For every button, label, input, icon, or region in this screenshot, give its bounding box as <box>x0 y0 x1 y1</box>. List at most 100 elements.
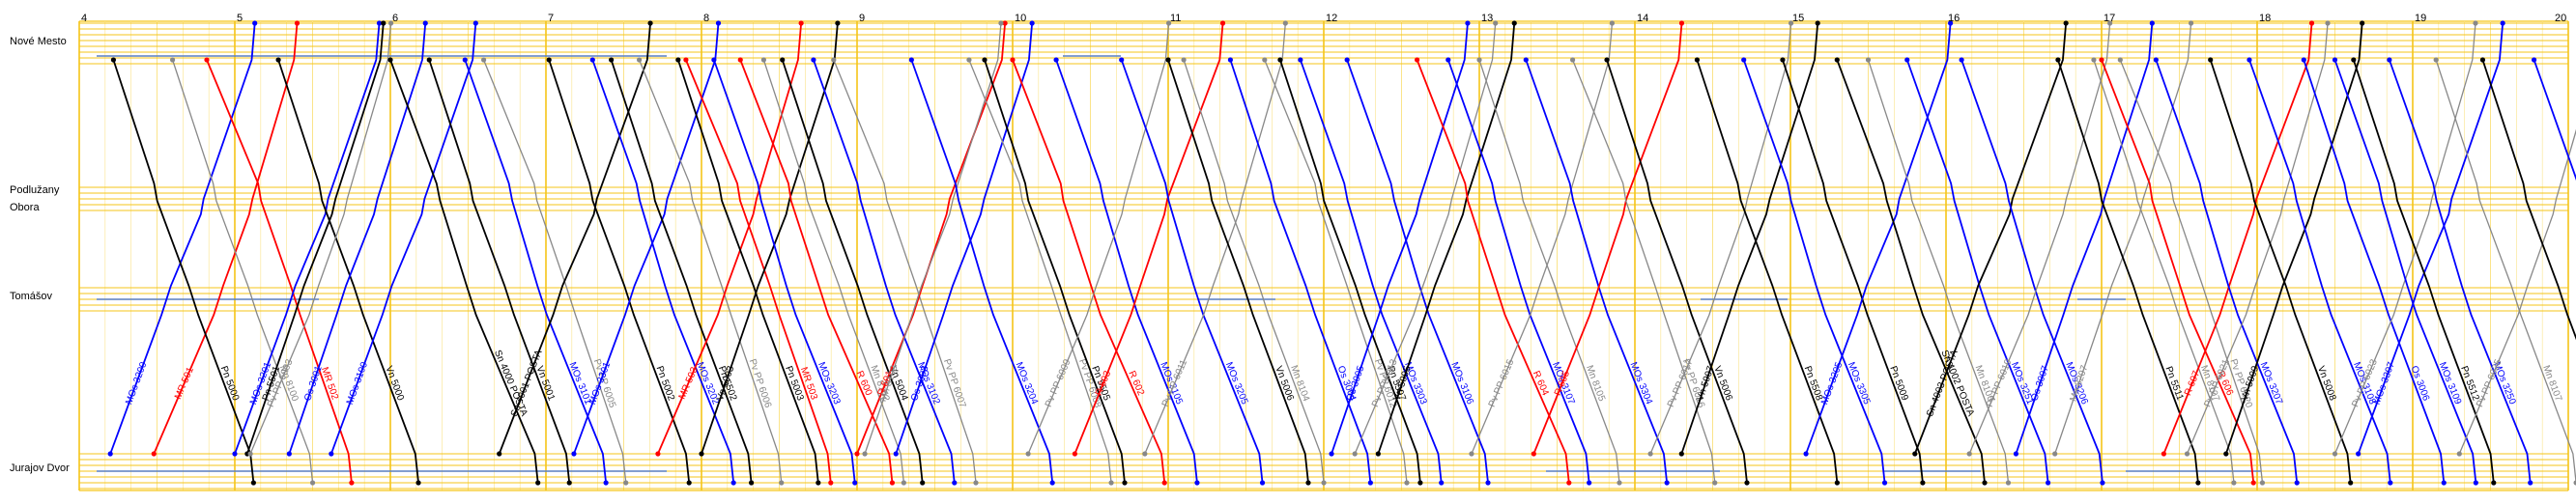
train-endpoint-dot <box>497 451 502 457</box>
train-endpoint-dot <box>2045 480 2051 486</box>
train-mos-3205: MOs 3205 <box>1803 20 1954 457</box>
train-endpoint-dot <box>1469 451 1474 457</box>
train-path-line <box>1331 22 1469 455</box>
train-number-label: MOs 3205 <box>1819 360 1845 406</box>
train-endpoint-dot <box>1865 57 1872 63</box>
train-endpoint-dot <box>571 451 577 457</box>
train-endpoint-dot <box>1959 57 1964 63</box>
train-endpoint-dot <box>637 57 643 63</box>
train-number-label: Pv PP 6009 <box>1044 357 1073 408</box>
train-endpoint-dot <box>2387 57 2392 63</box>
train-path-line <box>389 59 539 484</box>
train-mn-8105: Mn 8105 <box>1476 57 1622 486</box>
train-endpoint-dot <box>1741 57 1747 63</box>
train-endpoint-dot <box>1119 57 1125 63</box>
train-endpoint-dot <box>730 480 736 486</box>
train-path-line <box>1913 22 2068 455</box>
train-endpoint-dot <box>1404 480 1410 486</box>
train-path-line <box>2357 22 2504 455</box>
train-endpoint-dot <box>811 57 816 63</box>
train-path-line <box>2352 59 2495 484</box>
station-label-jd: Jurajov Dvor <box>10 462 70 474</box>
train-endpoint-dot <box>2107 20 2113 26</box>
train-pn-5009: Pn 5009 <box>1780 57 1926 486</box>
train-path-line <box>856 22 1007 455</box>
train-endpoint-dot <box>1262 57 1268 63</box>
train-endpoint-dot <box>294 20 301 26</box>
train-path-line <box>1606 59 1748 484</box>
train-path-line <box>2533 59 2576 182</box>
hour-label: 10 <box>1015 13 1027 24</box>
train-endpoint-dot <box>2325 20 2331 26</box>
train-path-line <box>1696 59 1839 484</box>
train-endpoint-dot <box>2153 57 2159 63</box>
train-endpoint-dot <box>1881 480 1888 486</box>
train-number-label: Mn 8105 <box>1584 364 1607 404</box>
train-number-label: Pn 5002 <box>654 365 677 403</box>
train-endpoint-dot <box>1587 480 1592 486</box>
train-endpoint-dot <box>1417 480 1423 486</box>
train-endpoint-dot <box>151 451 157 457</box>
train-endpoint-dot <box>1788 20 1794 26</box>
train-r-605: R 605 <box>1531 20 1685 457</box>
train-path-line <box>1416 59 1570 484</box>
train-endpoint-dot <box>1966 451 1972 457</box>
train-mn-8102: Mn 8102 <box>760 57 906 486</box>
train-vn-5006: Vn 5006 <box>1165 57 1311 486</box>
station-label-nm: Nové Mesto <box>10 36 67 47</box>
train-endpoint-dot <box>387 20 394 26</box>
hour-label: 17 <box>2104 13 2116 24</box>
train-endpoint-dot <box>426 57 432 63</box>
train-endpoint-dot <box>1604 57 1610 63</box>
train-mn-8104: Mn 8104 <box>1181 57 1327 486</box>
train-endpoint-dot <box>1352 451 1358 457</box>
train-pv-pp-6013: Pv PP 6013 <box>1352 20 1499 457</box>
train-path-line <box>1905 59 2049 484</box>
train-mos-3106: MOs 3106 <box>1344 57 1491 486</box>
train-endpoint-dot <box>1780 57 1786 63</box>
train-endpoint-dot <box>1834 57 1840 63</box>
hour-label: 8 <box>703 13 710 24</box>
train-endpoint-dot <box>472 20 478 26</box>
train-path-line <box>610 59 753 484</box>
train-path-line <box>548 59 691 484</box>
train-endpoint-dot <box>966 57 972 63</box>
train-path-line <box>2435 59 2576 484</box>
train-endpoint-dot <box>2005 480 2012 486</box>
train-number-label: Vn 5000 <box>383 365 406 403</box>
train-path-line <box>1229 59 1372 484</box>
train-endpoint-dot <box>1982 480 1988 486</box>
train-endpoint-dot <box>2091 57 2097 63</box>
train-endpoint-dot <box>623 480 629 486</box>
train-endpoint-dot <box>748 480 755 486</box>
train-endpoint-dot <box>831 57 837 63</box>
train-path-line <box>2093 59 2235 484</box>
train-endpoint-dot <box>2500 20 2505 26</box>
train-number-label: R 607 <box>2183 369 2202 397</box>
train-number-label: MOs 3100 <box>345 360 370 406</box>
train-sn-4000-posta: Sn 4000 POSTA <box>387 57 541 486</box>
hour-label: 11 <box>1170 13 1182 24</box>
train-endpoint-dot <box>110 57 117 63</box>
train-endpoint-dot <box>655 451 661 457</box>
train-path-line <box>713 59 856 484</box>
train-endpoint-dot <box>2491 480 2497 486</box>
train-endpoint-dot <box>1298 57 1303 63</box>
train-endpoint-dot <box>546 57 552 63</box>
train-endpoint-dot <box>1834 480 1840 486</box>
train-endpoint-dot <box>908 57 914 63</box>
train-endpoint-dot <box>232 451 238 457</box>
train-endpoint-dot <box>2473 20 2478 26</box>
train-endpoint-dot <box>1904 57 1910 63</box>
train-endpoint-dot <box>1049 480 1055 486</box>
hour-label: 5 <box>237 13 243 24</box>
train-number-label: R 602 <box>1126 370 1146 398</box>
train-path-line <box>498 22 651 455</box>
train-pv-pp-6011: Pv PP 6011 <box>1142 20 1288 457</box>
train-endpoint-dot <box>2250 480 2256 486</box>
train-path-line <box>2389 59 2532 484</box>
train-endpoint-dot <box>462 57 468 63</box>
train-path-line <box>1478 59 1620 484</box>
train-endpoint-dot <box>2259 480 2266 486</box>
train-path-line <box>1782 59 1924 484</box>
